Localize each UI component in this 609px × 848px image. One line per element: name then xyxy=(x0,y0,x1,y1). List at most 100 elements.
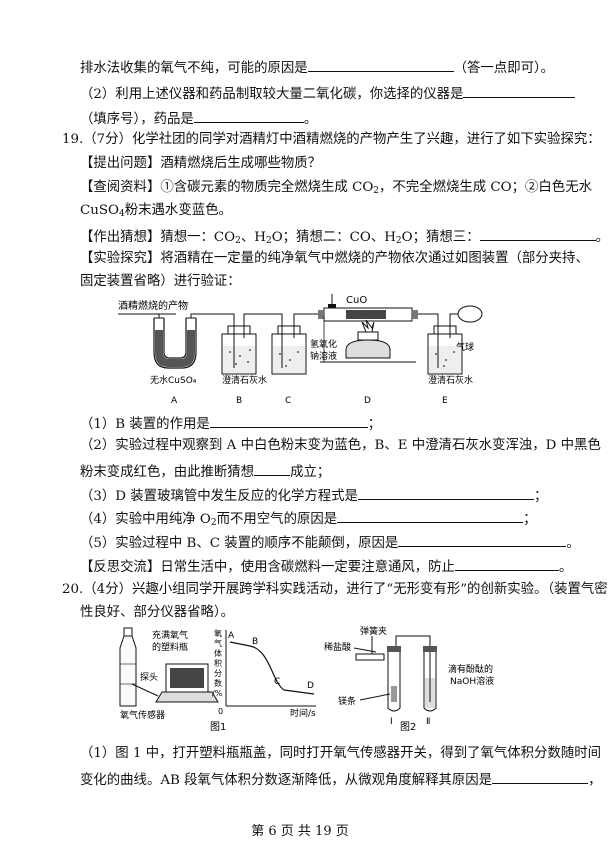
y-label-char: /% xyxy=(212,689,223,698)
text-line: （5）实验过程中 B、C 装置的顺序不能颠倒，原因是。 xyxy=(80,531,580,554)
y-label-char: 积 xyxy=(214,658,222,668)
answer-blank[interactable] xyxy=(454,555,559,571)
figure-1-caption: 图1 xyxy=(210,721,226,733)
e-label: 澄清石灰水 xyxy=(428,374,473,386)
line-text: 19.（7分）化学社团的同学对酒精灯中酒精燃烧的产物产生了兴趣，进行了如下实验探… xyxy=(62,132,601,147)
answer-blank[interactable] xyxy=(307,56,454,72)
apparatus-figure: 酒精燃烧的产物 无水CuSO₄ 澄清石灰水 xyxy=(118,294,483,406)
y-label-char: 体 xyxy=(214,648,222,658)
line-text: 性良好、部分仪器省略）。 xyxy=(80,605,234,620)
answer-blank[interactable] xyxy=(254,460,291,476)
line-text: 【反思交流】日常生活中，使用含碳燃料一定要注意通风，防止 xyxy=(80,560,455,575)
text-line: CuSO4粉末遇水变蓝色。 xyxy=(80,203,232,219)
text-line: 【提出问题】酒精燃烧后生成哪些物质？ xyxy=(80,154,321,174)
line-text: 。 xyxy=(558,560,573,575)
text-line: 变化的曲线。AB 段氧气体积分数逐渐降低，从微观角度解释其原因是， xyxy=(80,768,601,791)
letter-a: A xyxy=(171,396,178,406)
answer-blank[interactable] xyxy=(463,82,576,98)
answer-blank[interactable] xyxy=(209,412,368,428)
probe-label: 探头 xyxy=(140,671,158,683)
plastic-bottle xyxy=(119,627,137,707)
text-line: 性良好、部分仪器省略）。 xyxy=(80,603,234,623)
text-line: 【作出猜想】猜想一：CO2、H2O；猜想二：CO、H2O；猜想三：。 xyxy=(80,225,609,251)
line-text: 粉末变成红色，由此推断猜想 xyxy=(80,465,255,480)
question-19-title: 19.（7分）化学社团的同学对酒精灯中酒精燃烧的产物产生了兴趣，进行了如下实验探… xyxy=(62,130,601,150)
line-text: 粉末遇水变蓝色。 xyxy=(124,203,232,218)
text-line: （2）利用上述仪器和药品制取较大量二氧化碳，你选择的仪器是 xyxy=(80,82,576,105)
line-text: ； xyxy=(523,512,537,527)
mg-label: 镁条 xyxy=(338,695,356,707)
line-text: 成立； xyxy=(290,465,331,480)
origin-label: 0 xyxy=(218,707,223,716)
line-text: CuSO xyxy=(80,203,120,218)
bottle-e xyxy=(427,313,463,375)
text-line: 【查阅资料】①含碳元素的物质完全燃烧生成 CO2，不完全燃烧生成 CO；②白色无… xyxy=(80,180,592,196)
point-b: B xyxy=(252,637,258,647)
cuo-label: CuO xyxy=(346,295,367,306)
figure-2-caption: 图2 xyxy=(400,721,416,733)
line-text: O；猜想二：CO、H xyxy=(271,230,396,245)
line-text: O；猜想三： xyxy=(401,230,480,245)
x-axis-label: 时间/s xyxy=(290,707,316,719)
bottle-b xyxy=(221,313,283,375)
text-line: 【反思交流】日常生活中，使用含碳燃料一定要注意通风，防止 。 xyxy=(80,555,572,578)
products-label: 酒精燃烧的产物 xyxy=(118,299,188,312)
line-text: 【提出问题】酒精燃烧后生成哪些物质？ xyxy=(80,156,322,171)
c-label-2: 钠溶液 xyxy=(310,350,337,362)
line-text: 变化的曲线。AB 段氧气体积分数逐渐降低，从微观角度解释其原因是 xyxy=(80,773,493,788)
text-line: 固定装置省略）进行验证： xyxy=(80,272,241,292)
line-text: （填序号），药品是 xyxy=(80,112,194,127)
line-text: 而不用空气的原因是 xyxy=(216,512,338,527)
text-line: 【实验探究】将酒精在一定量的纯净氧气中燃烧的产物依次通过如图装置（部分夹持、 xyxy=(80,249,589,269)
a-label: 无水CuSO₄ xyxy=(150,374,197,386)
point-d: D xyxy=(307,681,314,691)
text-line: （4）实验中用纯净 O2而不用空气的原因是； xyxy=(80,507,537,533)
line-text: ，不完全燃烧生成 CO；②白色无水 xyxy=(379,180,592,195)
question-20-title: 20.（4分）兴趣小组同学开展跨学科实践活动，进行了“无形变有形”的创新实验。（… xyxy=(62,580,608,600)
text-line: （2）实验过程中观察到 A 中白色粉末变为蓝色，B、E 中澄清石灰水变浑浊，D … xyxy=(80,436,601,456)
letter-e: E xyxy=(442,396,448,406)
line-text: 固定装置省略）进行验证： xyxy=(80,274,241,289)
tube-1-label: Ⅰ xyxy=(390,717,393,727)
answer-blank[interactable] xyxy=(357,484,534,500)
naoh-label-2: NaOH溶液 xyxy=(450,675,494,687)
letter-b: B xyxy=(236,396,242,406)
text-line: （3）D 装置玻璃管中发生反应的化学方程式是； xyxy=(80,484,547,507)
line-text: 、H xyxy=(240,230,266,245)
answer-blank[interactable] xyxy=(479,225,596,241)
b-label: 澄清石灰水 xyxy=(222,374,267,386)
text-line: 排水法收集的氧气不纯，可能的原因是 （答一点即可）。 xyxy=(80,56,554,79)
oxygen-graph: A B C D 0 时间/s 氧 气 体 积 分 数 /% xyxy=(212,628,316,719)
acid-label: 稀盐酸 xyxy=(324,641,351,653)
letter-d: D xyxy=(364,396,371,406)
line-text: 排水法收集的氧气不纯，可能的原因是 xyxy=(80,61,308,76)
answer-blank[interactable] xyxy=(492,768,589,784)
line-text: （4）实验中用纯净 O xyxy=(80,512,211,527)
bottle-label-2: 的塑料瓶 xyxy=(152,641,188,653)
line-text: 【实验探究】将酒精在一定量的纯净氧气中燃烧的产物依次通过如图装置（部分夹持、 xyxy=(80,251,589,266)
line-text: （2）实验过程中观察到 A 中白色粉末变为蓝色，B、E 中澄清石灰水变浑浊，D … xyxy=(80,438,601,453)
y-label-char: 数 xyxy=(214,678,222,688)
line-text: （2）利用上述仪器和药品制取较大量二氧化碳，你选择的仪器是 xyxy=(80,87,464,102)
answer-blank[interactable] xyxy=(193,107,304,123)
clip-label: 弹簧夹 xyxy=(360,625,387,637)
answer-blank[interactable] xyxy=(337,507,524,523)
bottle-label-1: 充满氧气 xyxy=(152,629,188,641)
tube-2-label: Ⅱ xyxy=(426,717,430,727)
line-text: 【查阅资料】①含碳元素的物质完全燃烧生成 CO xyxy=(80,180,374,195)
text-line: （1）B 装置的作用是； xyxy=(80,412,381,435)
naoh-label-1: 滴有酚酞的 xyxy=(448,663,493,675)
point-a: A xyxy=(228,631,235,641)
point-c: C xyxy=(274,677,280,687)
line-text: （答一点即可）。 xyxy=(453,61,555,76)
text-line: 粉末变成红色，由此推断猜想 成立； xyxy=(80,460,330,483)
letter-c: C xyxy=(285,396,291,406)
balloon-label: 气球 xyxy=(456,341,474,353)
line-text: 【作出猜想】猜想一：CO xyxy=(80,230,236,245)
answer-blank[interactable] xyxy=(398,531,567,547)
c-label-1: 氢氧化 xyxy=(310,338,337,350)
line-text: 20.（4分）兴趣小组同学开展跨学科实践活动，进行了“无形变有形”的创新实验。（… xyxy=(62,582,608,597)
line-text: ； xyxy=(533,489,548,504)
line-text: 。 xyxy=(303,112,318,127)
